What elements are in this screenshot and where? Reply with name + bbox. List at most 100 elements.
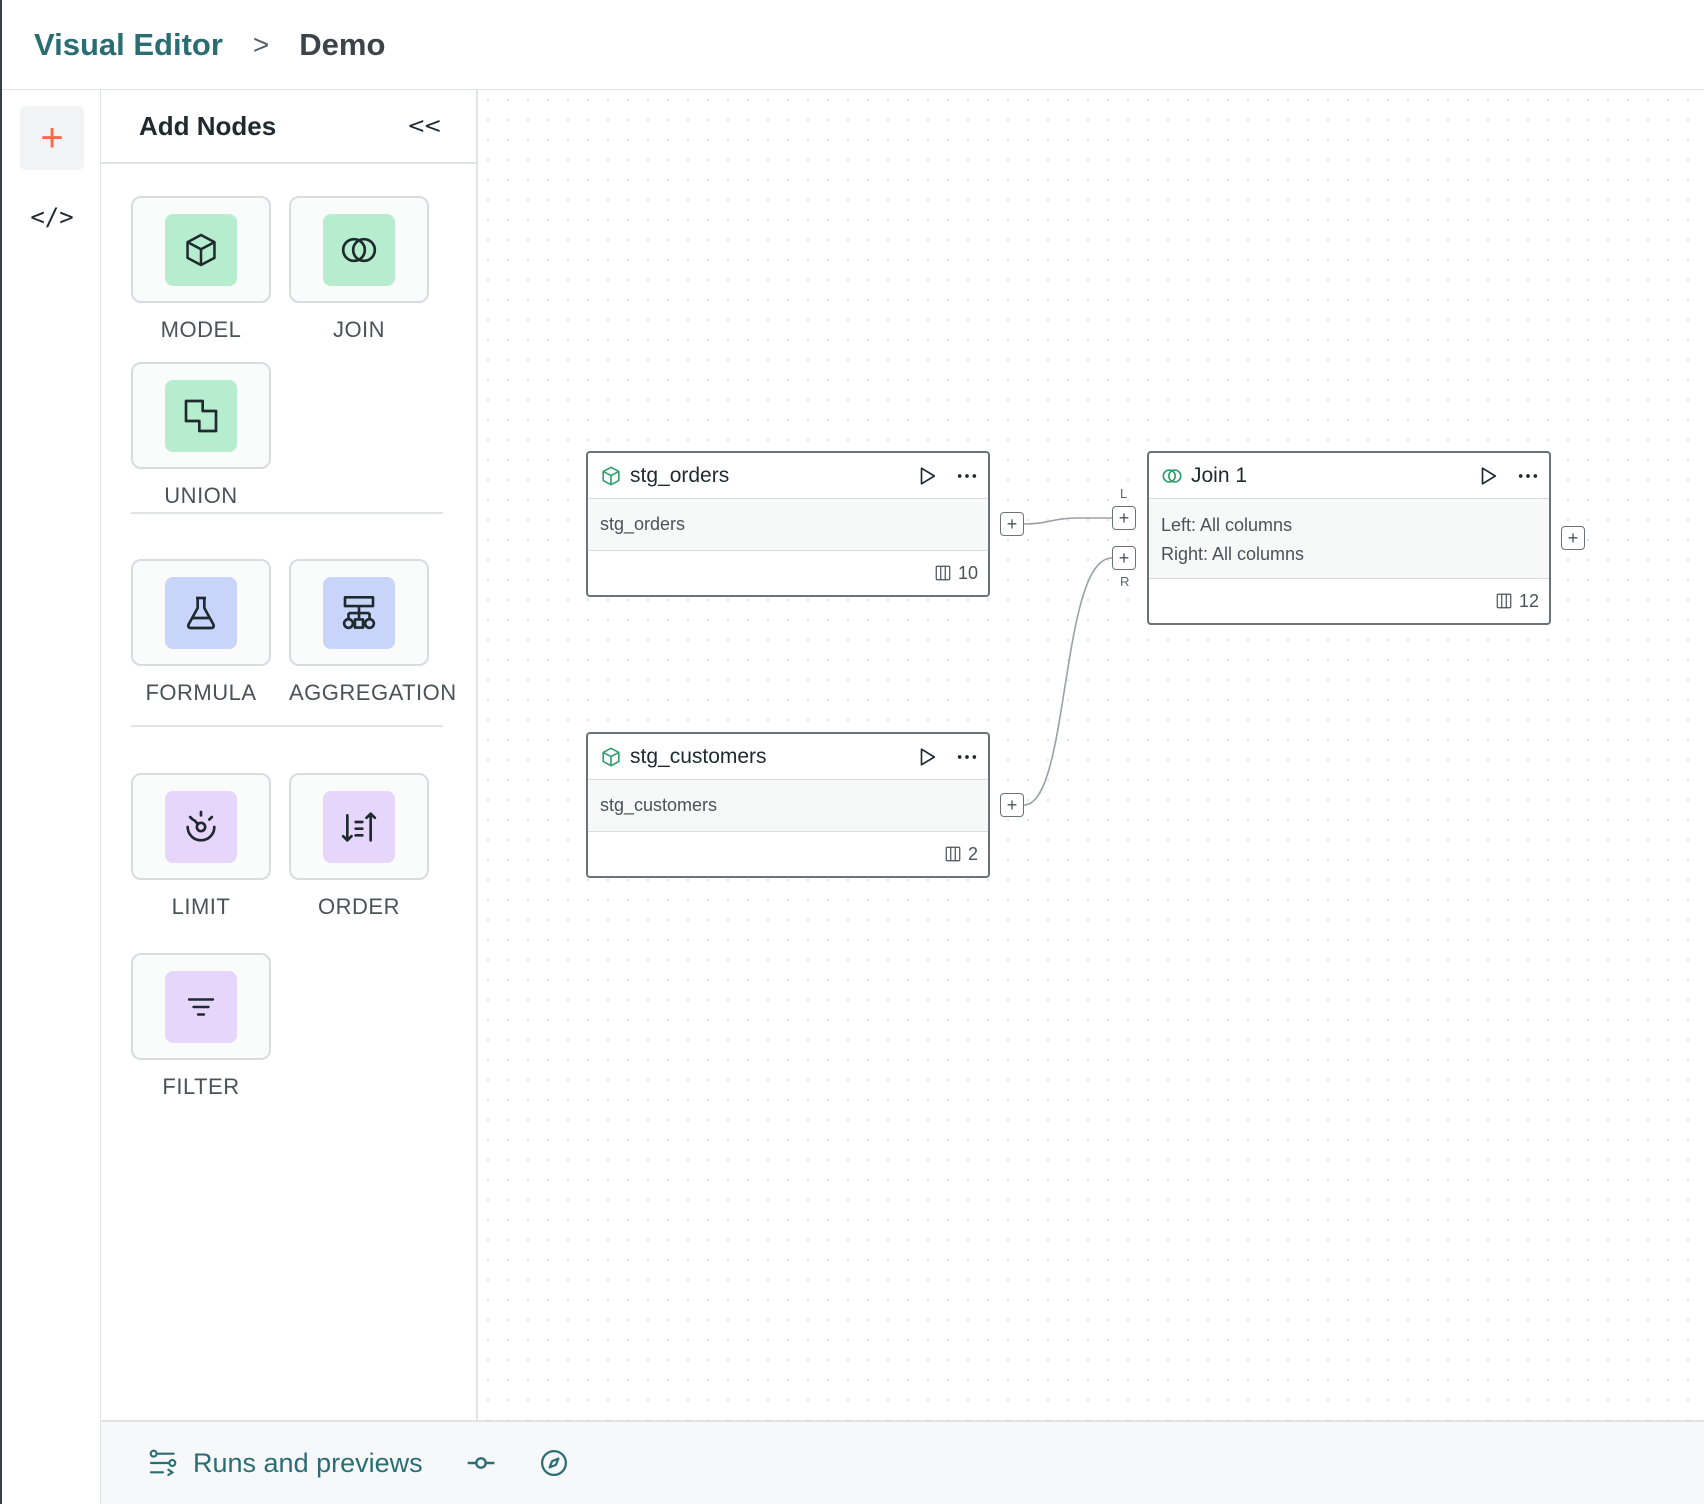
- run-node-button[interactable]: [1477, 465, 1499, 487]
- node-header: stg_orders: [588, 453, 988, 499]
- code-icon: </>: [30, 203, 74, 231]
- more-icon: [1518, 473, 1538, 478]
- tile-label: ORDER: [318, 894, 400, 919]
- join-right-input-port[interactable]: +: [1112, 546, 1136, 570]
- columns-icon: [935, 565, 951, 581]
- node-header: Join 1: [1149, 453, 1549, 499]
- add-filter-node-button[interactable]: [131, 953, 271, 1060]
- breadcrumb: Visual Editor > Demo: [2, 0, 1704, 90]
- node-menu-button[interactable]: [1517, 465, 1539, 487]
- join-icon: [323, 213, 395, 286]
- node-menu-button[interactable]: [956, 465, 978, 487]
- breadcrumb-separator: >: [252, 28, 270, 60]
- breadcrumb-root-link[interactable]: Visual Editor: [34, 26, 223, 62]
- join-node-join-1[interactable]: Join 1 Left: All columns Right: All colu…: [1147, 451, 1551, 625]
- columns-icon: [1496, 593, 1512, 609]
- order-icon: [323, 790, 395, 863]
- panel-title: Add Nodes: [139, 110, 277, 141]
- tile-label: AGGREGATION: [289, 680, 457, 705]
- tile-union: UNION: [131, 362, 271, 509]
- output-port-join-1[interactable]: +: [1561, 526, 1585, 550]
- breadcrumb-current: Demo: [299, 26, 386, 62]
- runs-and-previews-button[interactable]: Runs and previews: [147, 1447, 423, 1479]
- add-union-node-button[interactable]: [131, 362, 271, 469]
- add-aggregation-node-button[interactable]: [289, 559, 429, 666]
- add-join-node-button[interactable]: [289, 196, 429, 303]
- add-nodes-button[interactable]: +: [20, 106, 84, 170]
- tile-join: JOIN: [289, 196, 429, 343]
- bottom-bar: Runs and previews: [101, 1420, 1704, 1504]
- node-title: stg_orders: [630, 463, 730, 487]
- panel-header: Add Nodes <<: [101, 90, 476, 164]
- column-count: 2: [967, 843, 978, 864]
- run-node-button[interactable]: [916, 746, 938, 768]
- join-icon: [1162, 468, 1182, 483]
- add-order-node-button[interactable]: [289, 773, 429, 880]
- compass-icon: [540, 1450, 567, 1476]
- output-port-stg-orders[interactable]: +: [1000, 512, 1024, 536]
- commit-button[interactable]: [465, 1447, 497, 1479]
- flask-icon: [165, 576, 237, 649]
- node-footer: 2: [588, 832, 988, 876]
- cube-icon: [165, 213, 237, 286]
- tile-label: UNION: [164, 483, 238, 508]
- runs-icon: [149, 1449, 177, 1477]
- filter-icon: [165, 970, 237, 1043]
- tile-aggregation: AGGREGATION: [289, 559, 457, 706]
- join-left-input-port[interactable]: +: [1112, 506, 1136, 530]
- node-body: stg_orders: [588, 499, 988, 551]
- edge-layer: [1023, 517, 1113, 806]
- node-menu-button[interactable]: [956, 746, 978, 768]
- column-count: 10: [957, 562, 978, 583]
- add-limit-node-button[interactable]: [131, 773, 271, 880]
- add-model-node-button[interactable]: [131, 196, 271, 303]
- node-header: stg_customers: [588, 734, 988, 780]
- tile-formula: FORMULA: [131, 559, 271, 706]
- add-nodes-panel: Add Nodes << MODEL: [101, 90, 478, 1420]
- edge-customers-to-join: [1023, 557, 1113, 806]
- code-view-button[interactable]: </>: [20, 192, 84, 242]
- run-node-button[interactable]: [916, 465, 938, 487]
- tile-filter: FILTER: [131, 953, 271, 1100]
- output-port-stg-customers[interactable]: +: [1000, 793, 1024, 817]
- edge-orders-to-join: [1023, 517, 1112, 525]
- columns-icon: [945, 846, 961, 862]
- more-icon: [957, 473, 977, 478]
- play-icon: [920, 747, 936, 766]
- node-footer: 12: [1149, 579, 1549, 623]
- collapse-panel-button[interactable]: <<: [407, 113, 442, 139]
- tile-label: JOIN: [332, 317, 386, 342]
- tile-label: FORMULA: [145, 680, 257, 705]
- add-formula-node-button[interactable]: [131, 559, 271, 666]
- join-left-columns: Left: All columns: [1161, 515, 1293, 535]
- union-icon: [165, 379, 237, 452]
- runs-and-previews-label: Runs and previews: [193, 1447, 423, 1478]
- limit-icon: [165, 790, 237, 863]
- tile-model: MODEL: [131, 196, 271, 343]
- node-title: Join 1: [1191, 463, 1248, 487]
- join-left-port-label: L: [1120, 486, 1128, 501]
- left-rail: + </>: [2, 90, 101, 1504]
- column-count: 12: [1518, 590, 1539, 611]
- cube-icon: [602, 465, 620, 486]
- panel-divider: [131, 512, 443, 514]
- panel-divider: [131, 725, 443, 727]
- join-right-columns: Right: All columns: [1161, 544, 1305, 564]
- explore-button[interactable]: [539, 1448, 569, 1478]
- dag-canvas[interactable]: stg_orders stg_orders 10 +: [478, 90, 1704, 1420]
- play-icon: [1481, 466, 1497, 485]
- plus-icon: +: [40, 116, 64, 160]
- node-source: stg_customers: [600, 795, 718, 815]
- node-body: Left: All columns Right: All columns: [1149, 499, 1549, 579]
- node-footer: 10: [588, 551, 988, 595]
- tile-label: MODEL: [160, 317, 242, 342]
- commit-icon: [467, 1457, 494, 1469]
- tile-limit: LIMIT: [131, 773, 271, 920]
- model-node-stg-customers[interactable]: stg_customers stg_customers 2: [586, 732, 990, 878]
- node-source: stg_orders: [600, 514, 686, 534]
- play-icon: [920, 466, 936, 485]
- join-right-port-label: R: [1120, 574, 1130, 589]
- node-title: stg_customers: [630, 744, 767, 768]
- model-node-stg-orders[interactable]: stg_orders stg_orders 10: [586, 451, 990, 597]
